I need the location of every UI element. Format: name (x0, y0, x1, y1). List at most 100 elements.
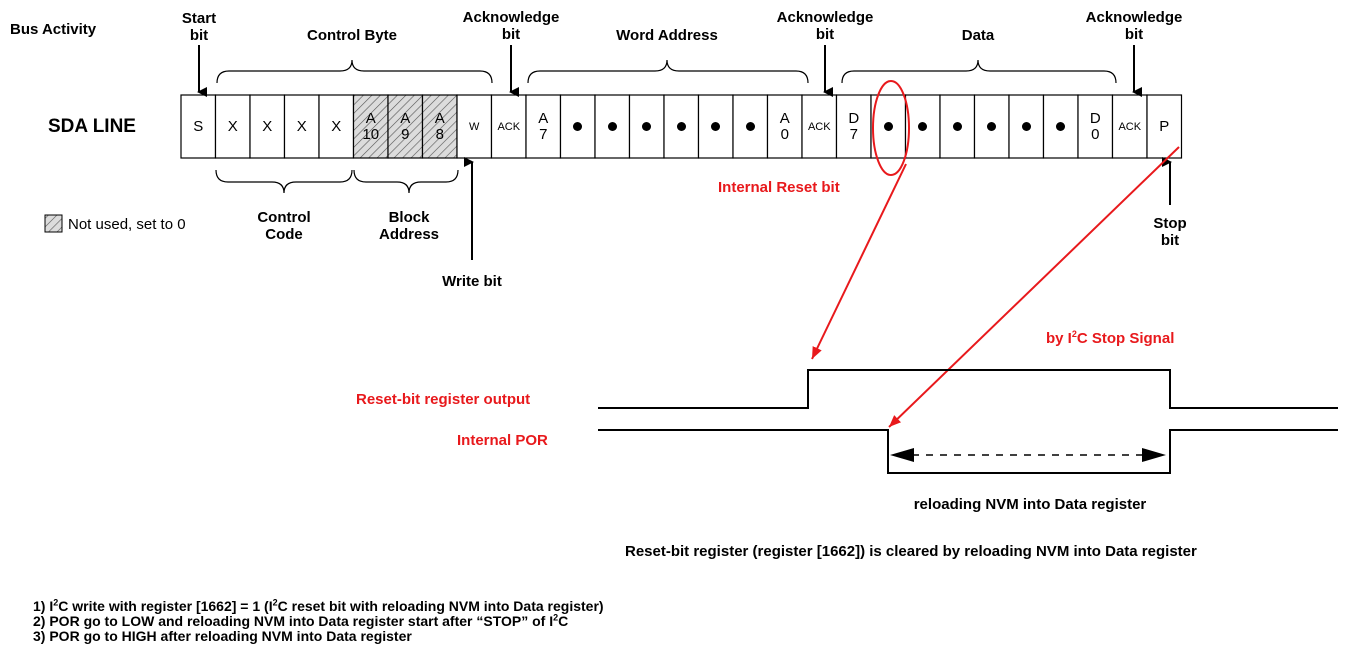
sda-cell-box (387, 94, 424, 159)
sda-cell-top: W (469, 120, 480, 133)
data-label: Data (961, 27, 995, 44)
sda-cell-top: S (193, 117, 204, 135)
sda-cell-box (421, 94, 458, 159)
internal-por-label: Internal POR (457, 432, 548, 449)
brace-data (841, 59, 1117, 84)
sda-cell-row (180, 94, 1183, 159)
sda-cell-top: P (1159, 117, 1170, 135)
brace-word-address (527, 59, 809, 84)
sda-cell-box (766, 94, 803, 159)
sda-cell-dot (1009, 95, 1044, 158)
sda-cell-box (1008, 94, 1045, 159)
sda-cell-top: X (331, 117, 342, 135)
sda-cell-box (456, 94, 493, 159)
sda-cell-box (490, 94, 527, 159)
brace-control-byte (216, 59, 493, 84)
sda-cell-dot (630, 95, 665, 158)
control-byte-label: Control Byte (307, 27, 397, 44)
sda-cell-bottom: 7 (849, 125, 858, 143)
sda-cell-box (835, 94, 872, 159)
legend-hatch-swatch (44, 214, 63, 233)
bullet-icon (642, 122, 652, 131)
sda-line-label: SDA LINE (48, 116, 136, 137)
sda-cell: ACK (1113, 95, 1148, 158)
red-arrows (811, 146, 1180, 428)
sda-cell-top: ACK (807, 120, 831, 133)
bullet-icon (745, 122, 755, 131)
top-braces (216, 59, 1117, 84)
legend-label: Not used, set to 0 (68, 216, 186, 233)
sda-cell-box (352, 94, 389, 159)
sda-cell-dot (871, 95, 906, 158)
sda-cell-dot (595, 95, 630, 158)
brace-control-code (215, 169, 353, 194)
bullet-icon (676, 122, 686, 131)
sda-cell-top: X (262, 117, 273, 135)
sda-cell-box (214, 94, 251, 159)
reloading-nvm-label: reloading NVM into Data register (913, 496, 1147, 513)
sda-cell-box (1077, 94, 1114, 159)
sda-cell: X (285, 95, 320, 158)
sda-cell-bottom: 7 (539, 125, 548, 143)
sda-cell: P (1147, 95, 1182, 158)
black-arrows (197, 45, 1172, 260)
sda-cell: ACK (802, 95, 837, 158)
sda-cell-bottom: 0 (1091, 125, 1100, 143)
waveforms (598, 369, 1338, 474)
sda-cell-dot (561, 95, 596, 158)
sda-cell-box (904, 94, 941, 159)
sda-cell-top: A (779, 109, 790, 127)
sda-cell-bottom: 8 (435, 125, 444, 143)
note-item: 1) I2C write with register [1662] = 1 (I… (33, 597, 604, 614)
sda-cell-top: X (296, 117, 307, 135)
sda-cell: X (216, 95, 251, 158)
bullet-icon (1021, 122, 1031, 131)
sda-cell-bottom: 9 (401, 125, 410, 143)
bus-activity-label: Bus Activity (10, 21, 97, 38)
sda-cell: X (319, 95, 354, 158)
sda-cell-top: X (227, 117, 238, 135)
sda-cell-dot (940, 95, 975, 158)
sda-cell: W (457, 95, 492, 158)
bullet-icon (1056, 122, 1066, 131)
sda-cell-top: A (400, 109, 411, 127)
write-bit-label: Write bit (442, 273, 502, 290)
sda-cell-top: ACK (497, 120, 521, 133)
bullet-icon (918, 122, 928, 131)
sda-cell-dot (906, 95, 941, 158)
sda-cell-top: ACK (1118, 120, 1142, 133)
bullet-icon (711, 122, 721, 131)
by-i2c-stop-signal-label: by I2C Stop Signal (1046, 329, 1175, 348)
sda-cell-box (249, 94, 286, 159)
bottom-braces (215, 169, 459, 194)
sda-cell-top: A (538, 109, 549, 127)
sda-cell-bottom: 10 (362, 125, 380, 143)
sda-cell-box (180, 94, 217, 159)
sda-cell: X (250, 95, 285, 158)
reset-bit-register-output-label: Reset-bit register output (356, 391, 531, 408)
sda-cell-top: A (434, 109, 445, 127)
sda-cell-top: D (1089, 109, 1101, 127)
note-item: 3) POR go to HIGH after reloading NVM in… (33, 628, 412, 644)
sda-cell-box (1111, 94, 1148, 159)
sda-cell-box (628, 94, 665, 159)
sda-cell-dot (1044, 95, 1079, 158)
word-address-label: Word Address (616, 27, 718, 44)
sda-cell-dot (733, 95, 768, 158)
note-item: 2) POR go to LOW and reloading NVM into … (33, 612, 569, 629)
sda-cell-top: D (848, 109, 860, 127)
internal-por-waveform (598, 429, 1338, 474)
sda-cell: S (181, 95, 216, 158)
